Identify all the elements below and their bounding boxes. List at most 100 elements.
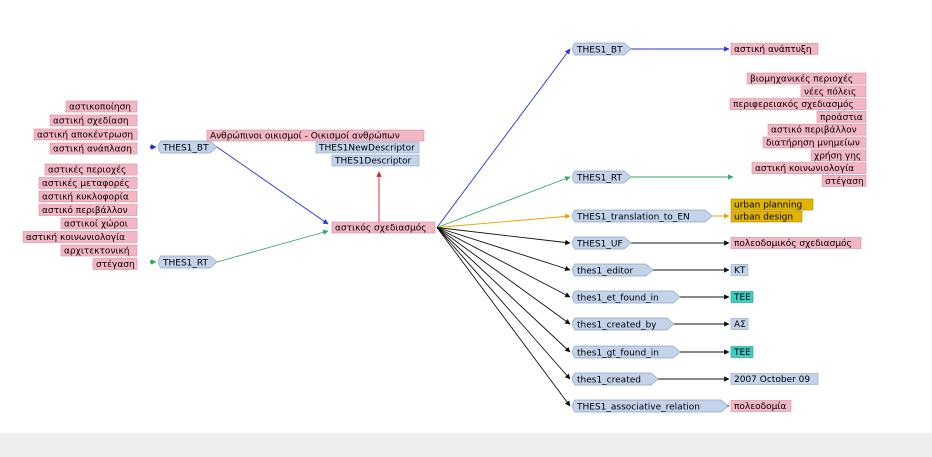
rt-value-text: αστικό περιβάλλον xyxy=(771,125,857,136)
right-value-text: πολεοδομικός σχεδιασμός xyxy=(734,238,852,249)
right-value[interactable]: ΚΤ xyxy=(730,264,749,277)
rt-value[interactable]: διατήρηση μνημείων xyxy=(762,136,867,149)
right-rel-6-text: thes1_et_found_in xyxy=(577,293,659,303)
left-rt-term-text: αστικό περιβάλλον xyxy=(42,205,128,216)
left-rt-term-text: αστική κυκλοφορία xyxy=(42,193,129,203)
right-rel-9-text: thes1_created xyxy=(577,375,641,385)
edge-center-to-rel xyxy=(436,227,571,353)
rt-value-text: αστική κοινωνιολογία xyxy=(755,164,854,174)
right-value-text: ΑΣ xyxy=(734,320,746,330)
edge-center-to-rel xyxy=(436,227,571,407)
right-rel-9[interactable]: thes1_created xyxy=(572,372,659,386)
rt-value[interactable]: στέγαση xyxy=(821,175,867,187)
left-rt-term[interactable]: αστικοί χώροι xyxy=(60,217,138,230)
left-bt-term-text: αστική σχεδίαση xyxy=(53,117,129,127)
left-rt-term[interactable]: αστικό περιβάλλον xyxy=(38,204,138,217)
left-rt-term[interactable]: αστική κυκλοφορία xyxy=(38,190,138,203)
left-bt-term-text: αστική αποκέντρωση xyxy=(37,130,133,141)
left-rt-node[interactable]: THES1_RT xyxy=(158,255,218,269)
edge-left-bt xyxy=(216,146,329,225)
left-bt-term[interactable]: αστική σχεδίαση xyxy=(49,114,138,127)
top-group-title[interactable]: Ανθρώπινοι οικισμοί - Οικισμοί ανθρώπων xyxy=(206,129,425,142)
right-rel-3[interactable]: THES1_translation_to_EN xyxy=(572,209,713,223)
left-rt-term[interactable]: αρχιτεκτονική xyxy=(60,244,138,257)
rt-value-text: περιφερειακός σχεδιασμός xyxy=(733,99,854,110)
right-value[interactable]: ΑΣ xyxy=(730,318,749,331)
right-value-text: ΤΕΕ xyxy=(733,293,751,303)
right-value[interactable]: πολεοδομία xyxy=(730,400,792,413)
left-rt-term-text: στέγαση xyxy=(96,259,135,270)
right-rel-4[interactable]: THES1_UF xyxy=(572,236,632,250)
right-value[interactable]: ΤΕΕ xyxy=(730,291,754,304)
rt-value[interactable]: προάστια xyxy=(816,111,867,123)
edge-center-to-rel xyxy=(436,227,571,246)
left-bt-node[interactable]: THES1_BT xyxy=(158,140,218,154)
rt-value[interactable]: νέες πόλεις xyxy=(800,85,867,98)
left-rt-term-text: αστική κοινωνιολογία xyxy=(26,233,125,243)
left-rt-term-text: αστικές μεταφορές xyxy=(42,178,130,189)
right-rel-1[interactable]: THES1_BT xyxy=(572,42,632,56)
rt-value-text: χρήση γης xyxy=(814,151,861,161)
right-value[interactable]: αστική ανάπτυξη xyxy=(730,43,819,56)
right-rel-1-text: THES1_BT xyxy=(576,45,623,55)
rt-value[interactable]: χρήση γης xyxy=(810,149,867,162)
right-value[interactable]: 2007 October 09 xyxy=(730,373,819,386)
right-rel-2[interactable]: THES1_RT xyxy=(572,170,632,184)
top-group-item-text: THES1Descriptor xyxy=(334,157,411,167)
edge-center-to-rel xyxy=(436,227,571,380)
edges-layer xyxy=(150,46,734,409)
translation-value-text: urban design xyxy=(734,213,793,223)
right-rel-10[interactable]: THES1_associative_relation xyxy=(572,399,729,413)
right-rel-8[interactable]: thes1_gt_found_in xyxy=(572,345,681,359)
left-rt-term-text: αστικές περιοχές xyxy=(48,165,126,176)
right-value-text: 2007 October 09 xyxy=(734,375,810,385)
left-rt-term[interactable]: αστικές περιοχές xyxy=(44,163,138,176)
translation-value[interactable]: urban planning xyxy=(730,198,814,211)
left-rt-term[interactable]: στέγαση xyxy=(92,258,138,271)
left-bt-term[interactable]: αστικοποίηση xyxy=(65,100,138,113)
right-rel-7[interactable]: thes1_created_by xyxy=(572,317,675,331)
nodes-layer: αστικός σχεδιασμός Ανθρώπινοι οικισμοί - … xyxy=(22,42,867,413)
rt-value-text: στέγαση xyxy=(825,176,864,187)
edge-center-to-rel xyxy=(436,213,571,228)
right-rel-7-text: thes1_created_by xyxy=(577,320,657,330)
rt-value[interactable]: βιομηχανικές περιοχές xyxy=(746,72,867,85)
right-value[interactable]: ΤΕΕ xyxy=(730,346,754,359)
right-rel-8-text: thes1_gt_found_in xyxy=(577,348,659,358)
rt-value[interactable]: περιφερειακός σχεδιασμός xyxy=(729,98,867,111)
top-group-item[interactable]: THES1NewDescriptor xyxy=(315,141,420,154)
right-rel-5-text: thes1_editor xyxy=(577,266,633,276)
left-rt-term-text: αστικοί χώροι xyxy=(64,219,128,230)
edge-center-to-rel xyxy=(436,227,571,272)
rt-value[interactable]: αστική κοινωνιολογία xyxy=(751,162,867,175)
rt-value-text: βιομηχανικές περιοχές xyxy=(750,74,853,85)
rt-value-text: προάστια xyxy=(820,113,863,123)
top-group-title-text: Ανθρώπινοι οικισμοί - Οικισμοί ανθρώπων xyxy=(210,131,400,142)
relation-graph: αστικός σχεδιασμός Ανθρώπινοι οικισμοί - … xyxy=(22,42,867,413)
left-bt-term[interactable]: αστική αποκέντρωση xyxy=(33,128,138,141)
diagram-canvas: αστικός σχεδιασμός Ανθρώπινοι οικισμοί - … xyxy=(22,42,867,413)
rt-value-text: διατήρηση μνημείων xyxy=(766,139,860,149)
right-value-text: ΚΤ xyxy=(734,266,746,276)
left-bt-node-text: THES1_BT xyxy=(162,143,209,153)
right-value-text: ΤΕΕ xyxy=(733,348,751,358)
left-bt-term-text: αστική ανάπλαση xyxy=(53,145,132,155)
right-value[interactable]: πολεοδομικός σχεδιασμός xyxy=(730,237,862,250)
rt-value-text: νέες πόλεις xyxy=(804,86,856,97)
right-rel-5[interactable]: thes1_editor xyxy=(572,263,654,277)
edge-center-to-rel xyxy=(436,176,571,228)
left-bt-term[interactable]: αστική ανάπλαση xyxy=(49,142,138,155)
right-value-text: πολεοδομία xyxy=(734,402,786,412)
left-rt-term[interactable]: αστική κοινωνιολογία xyxy=(22,231,138,244)
right-rel-6[interactable]: thes1_et_found_in xyxy=(572,290,681,304)
left-rt-term[interactable]: αστικές μεταφορές xyxy=(38,177,138,190)
rt-value[interactable]: αστικό περιβάλλον xyxy=(767,123,867,136)
right-rel-2-text: THES1_RT xyxy=(576,173,622,183)
left-rt-node-text: THES1_RT xyxy=(162,258,208,268)
translation-value[interactable]: urban design xyxy=(730,210,803,223)
left-rt-term-text: αρχιτεκτονική xyxy=(64,247,129,257)
center-node[interactable]: αστικός σχεδιασμός xyxy=(331,221,436,234)
right-rel-3-text: THES1_translation_to_EN xyxy=(576,212,690,222)
top-group-item[interactable]: THES1Descriptor xyxy=(331,154,420,167)
edge-center-to-rel xyxy=(436,227,571,298)
